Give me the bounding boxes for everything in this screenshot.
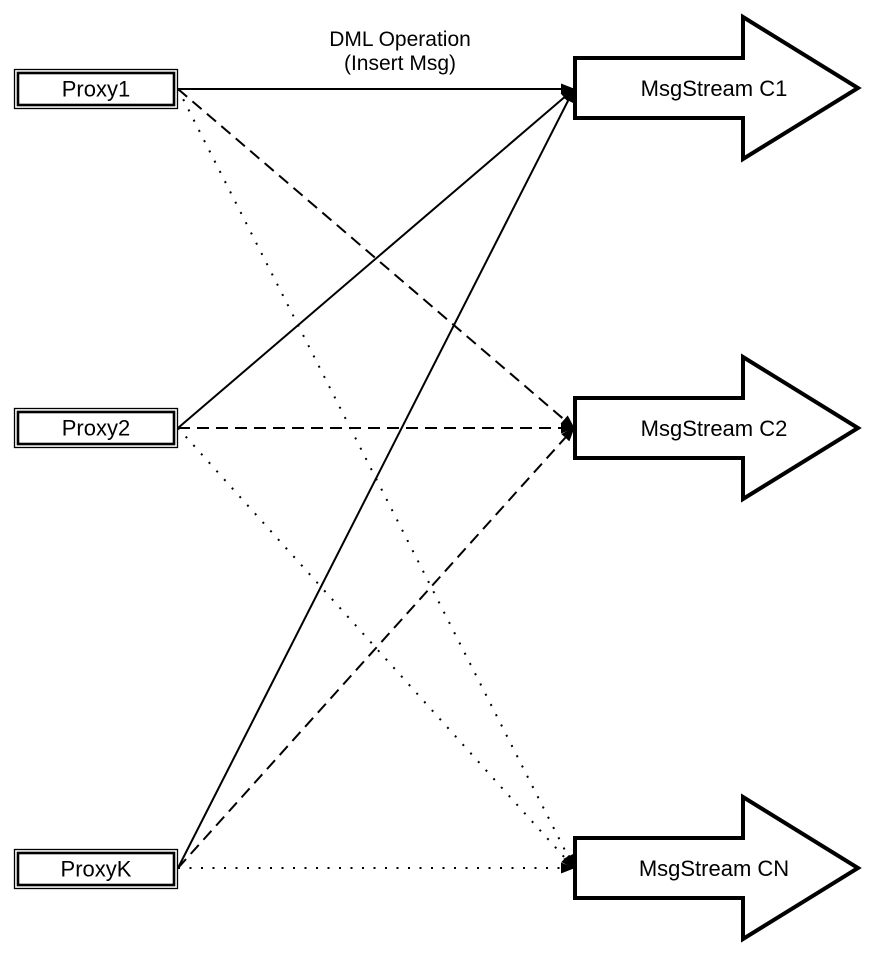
node-proxy1-box-inner — [16, 71, 176, 107]
node-msgstream-c1-label: MsgStream C1 — [641, 76, 788, 101]
node-proxyk-box-inner — [16, 851, 176, 887]
node-proxy1-label: Proxy1 — [62, 77, 130, 102]
edge-label-dml-operation-line2: (Insert Msg) — [344, 52, 456, 75]
node-msgstream-c1: MsgStream C1 — [573, 13, 862, 163]
node-msgstream-c2-label: MsgStream C2 — [641, 416, 788, 441]
node-proxyk-label: ProxyK — [61, 857, 132, 882]
edge-lines-group — [177, 83, 575, 874]
edge-proxy2-to-msgstream-c1 — [177, 88, 575, 429]
node-proxy2-box-inner — [16, 410, 176, 446]
node-msgstream-cn: MsgStream CN — [573, 793, 862, 943]
edge-proxyk-to-msgstream-c1 — [177, 88, 575, 869]
edge-label-dml-operation-line1: DML Operation — [329, 28, 471, 51]
msgstream-c2-arrow-shape — [573, 353, 862, 503]
node-proxy2: Proxy2 — [13, 407, 179, 449]
node-msgstream-cn-label: MsgStream CN — [639, 856, 789, 881]
node-msgstream-c2: MsgStream C2 — [573, 353, 862, 503]
edge-proxy1-to-msgstream-c2 — [177, 88, 575, 429]
node-proxy2-label: Proxy2 — [62, 416, 130, 441]
msgstream-c1-arrow-shape — [573, 13, 862, 163]
msgstream-cn-arrow-shape — [573, 793, 862, 943]
edge-proxyk-to-msgstream-c2 — [177, 427, 575, 869]
node-proxy1: Proxy1 — [13, 68, 179, 110]
node-proxyk: ProxyK — [13, 848, 179, 890]
